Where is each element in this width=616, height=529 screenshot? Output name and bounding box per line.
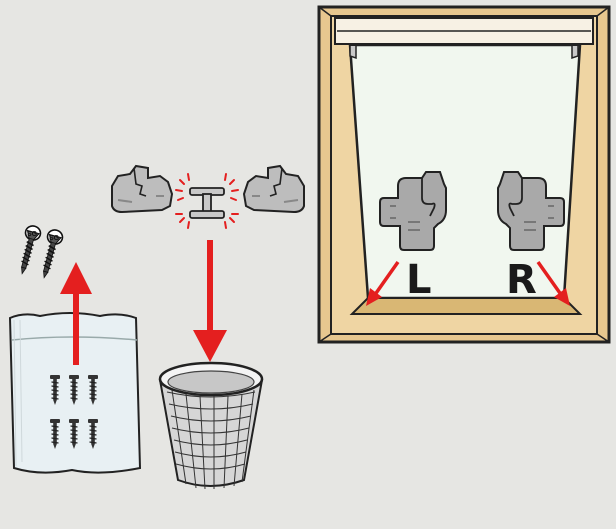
center-i-piece — [189, 187, 225, 219]
screw-bag-icon — [8, 312, 142, 474]
left-label: L — [406, 257, 432, 303]
right-clip — [243, 165, 305, 213]
roof-window: L R — [317, 5, 611, 344]
to-bin-arrow — [193, 240, 227, 362]
window-sill — [349, 297, 583, 315]
right-label: R — [506, 257, 537, 303]
bag-up-arrow — [60, 262, 92, 365]
screw-marking-2: SG — [49, 235, 60, 242]
waste-bin-icon — [158, 361, 264, 490]
snap-marks — [175, 173, 239, 229]
left-clip — [111, 165, 173, 213]
right-corner-arrow — [536, 260, 570, 306]
screws-icon: SG SG — [14, 223, 65, 281]
screw-marking-1: SG — [27, 231, 38, 238]
window-glass — [348, 43, 582, 300]
left-corner-arrow — [366, 260, 400, 306]
adapter-bracket-icon — [111, 165, 305, 229]
